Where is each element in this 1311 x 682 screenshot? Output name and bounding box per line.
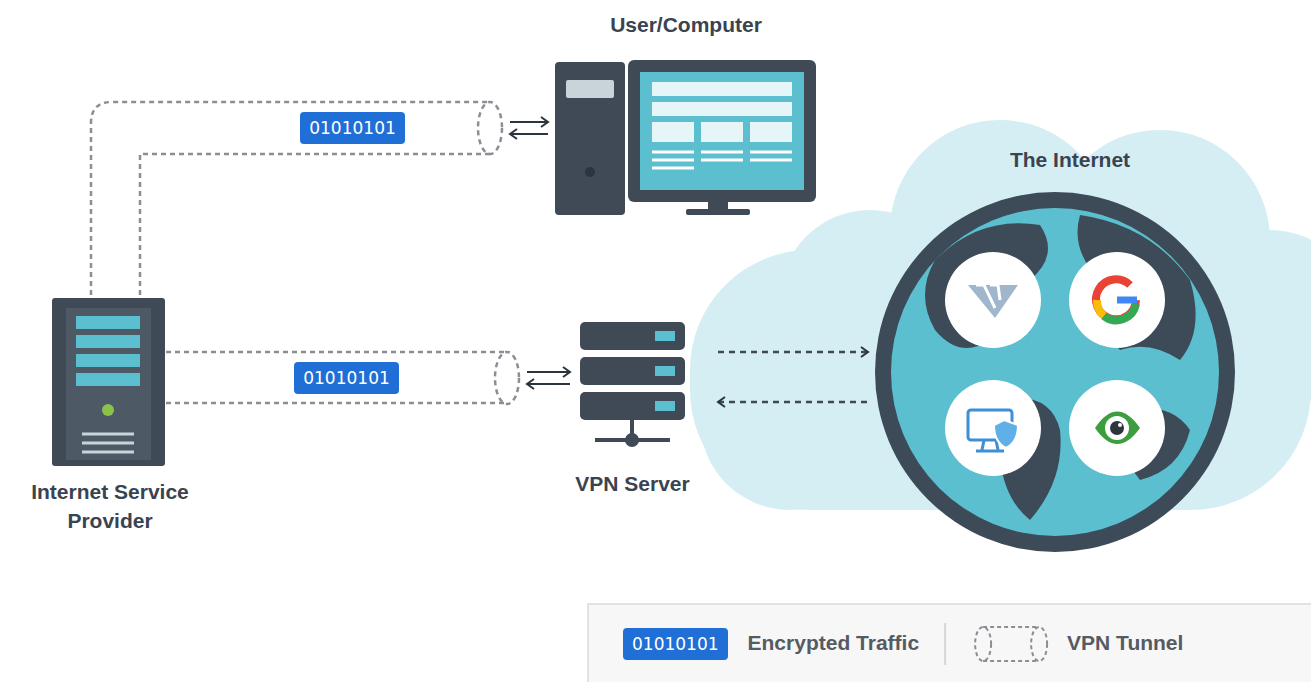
node-label: Internet Service Provider xyxy=(10,477,210,535)
edge-label: 01010101 xyxy=(300,112,405,144)
node-label: User/Computer xyxy=(610,10,762,39)
vpn-server xyxy=(580,322,685,447)
isp-server xyxy=(52,298,165,466)
swatch-label: 01010101 xyxy=(632,634,719,654)
edge-label: 01010101 xyxy=(294,362,399,394)
vpn-tunnel xyxy=(91,102,548,295)
legend-swatch: 01010101 xyxy=(623,628,728,660)
node-label: The Internet xyxy=(1010,145,1130,174)
diagram-node: Internet Service Provider xyxy=(5,295,215,535)
globe xyxy=(875,192,1235,552)
diagram-node: VPN Server xyxy=(555,318,710,498)
node-label: VPN Server xyxy=(575,469,689,498)
legend-text: VPN Tunnel xyxy=(1067,629,1183,657)
legend-text: Encrypted Traffic xyxy=(748,629,920,657)
computer xyxy=(555,60,816,215)
diagram-node: User/Computer xyxy=(553,10,819,220)
vpn-tunnel xyxy=(166,352,570,404)
vpn-tunnel xyxy=(718,347,868,407)
legend: 01010101 Encrypted Traffic VPN Tunnel xyxy=(587,603,1311,682)
diagram-node: The Internet xyxy=(880,145,1260,565)
